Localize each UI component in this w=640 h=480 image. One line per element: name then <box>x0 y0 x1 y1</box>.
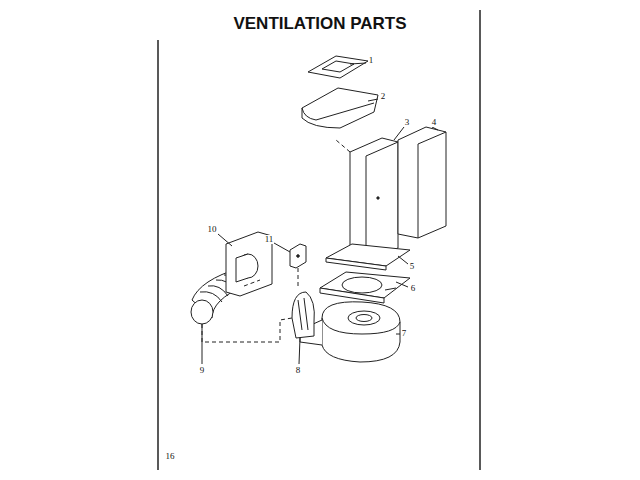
callout-number: 3 <box>404 118 411 127</box>
callout-number: 6 <box>410 284 417 293</box>
diagram-title: VENTILATION PARTS <box>233 15 406 32</box>
callout-number: 8 <box>295 366 302 375</box>
callout-number: 7 <box>401 329 408 338</box>
callout-number: 2 <box>380 92 387 101</box>
callout-number: 4 <box>431 118 438 127</box>
page-number: 16 <box>165 452 176 461</box>
callout-number: 5 <box>409 262 416 271</box>
callout-number: 1 <box>368 56 375 65</box>
callout-number: 10 <box>207 225 218 234</box>
callout-number: 9 <box>199 366 206 375</box>
callout-number: 11 <box>264 235 275 244</box>
